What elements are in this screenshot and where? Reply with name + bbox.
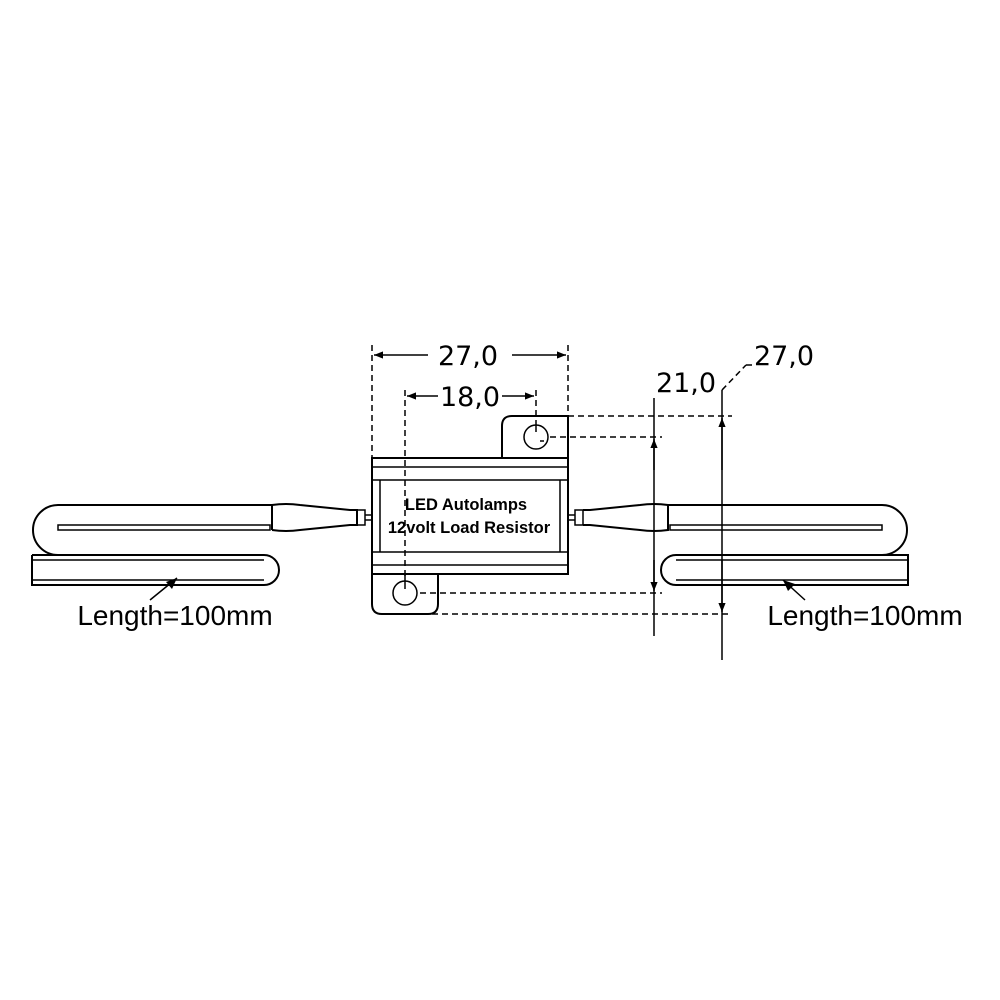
hole-spacing-dimension: 18,0 [404, 382, 537, 580]
top-mounting-tab [501, 415, 569, 458]
bottom-mounting-tab [371, 573, 439, 615]
hole-spacing-dimension-value: 18,0 [440, 382, 500, 413]
body-height-dimension-value: 21,0 [656, 368, 716, 399]
left-lead-wire [31, 503, 372, 586]
width-dimension-value: 27,0 [438, 341, 498, 372]
resistor-label-line1: LED Autolamps [405, 496, 527, 514]
resistor-label-line2: 12volt Load Resistor [388, 519, 551, 537]
left-length-callout: Length=100mm [77, 577, 273, 631]
resistor-body [371, 457, 569, 575]
left-length-label: Length=100mm [77, 600, 272, 631]
height-dimension-21: 21,0 [650, 368, 716, 636]
overall-height-dimension-value: 27,0 [754, 341, 814, 372]
width-dimension: 27,0 [371, 341, 569, 458]
height-dimension-27: 27,0 [718, 341, 814, 660]
right-lead-wire [568, 503, 909, 586]
right-length-label: Length=100mm [767, 600, 962, 631]
vertical-extension-lines [420, 415, 732, 615]
right-length-callout: Length=100mm [767, 579, 963, 631]
